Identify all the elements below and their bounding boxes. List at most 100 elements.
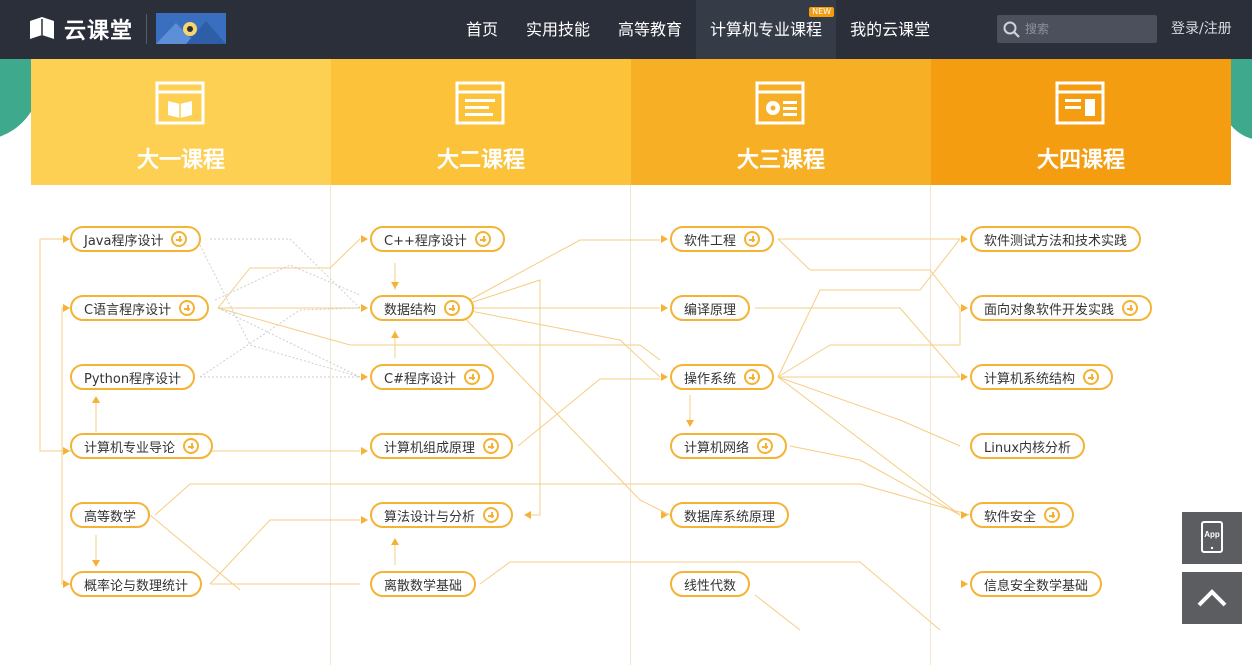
course-software-engineering[interactable]: 软件工程	[670, 226, 775, 252]
app-download-button[interactable]: App	[1182, 512, 1242, 564]
course-oo-development[interactable]: 面向对象软件开发实践	[970, 295, 1153, 321]
chevron-up-icon	[1197, 589, 1227, 607]
logo-book-icon	[30, 17, 54, 39]
course-label: 信息安全数学基础	[984, 578, 1089, 594]
course-label: C语言程序设计	[84, 302, 172, 318]
course-cpp[interactable]: C++程序设计	[370, 226, 505, 252]
nav-higher-education[interactable]: 高等教育	[618, 20, 683, 39]
layout-window-icon	[1055, 81, 1105, 125]
course-databases[interactable]: 数据库系统原理	[670, 502, 790, 528]
course-computer-architecture[interactable]: 计算机系统结构	[970, 364, 1114, 390]
course-software-security[interactable]: 软件安全	[970, 502, 1075, 528]
column-title: 大四课程	[1036, 148, 1125, 173]
course-computer-organization[interactable]: 计算机组成原理	[370, 433, 514, 459]
plus-icon[interactable]	[483, 438, 500, 454]
nav-my-classroom[interactable]: 我的云课堂	[850, 20, 931, 39]
course-label: 数据结构	[384, 302, 437, 318]
top-header: 云课堂 首页 实用技能 高等教育 计算机专业课程 NEW 我的云课堂 登录/注册	[0, 0, 1252, 59]
course-label: 面向对象软件开发实践	[984, 302, 1115, 318]
search-input[interactable]	[1025, 15, 1149, 43]
nav-cs-courses[interactable]: 计算机专业课程 NEW	[696, 0, 837, 59]
course-label: 软件安全	[984, 509, 1037, 525]
search-icon[interactable]	[1003, 21, 1020, 38]
gear-window-icon	[755, 81, 805, 125]
course-probability[interactable]: 概率论与数理统计	[70, 571, 203, 597]
course-python[interactable]: Python程序设计	[70, 364, 196, 390]
plus-icon[interactable]	[744, 231, 761, 247]
column-title: 大三课程	[736, 148, 825, 173]
app-label: App	[1204, 530, 1220, 539]
course-label: 高等数学	[84, 509, 137, 525]
course-map: 大一课程 大二课程 大三课程 大四课程	[31, 59, 1231, 665]
column-year2-header[interactable]: 大二课程	[331, 59, 631, 185]
plus-icon[interactable]	[463, 369, 480, 385]
course-label: Linux内核分析	[984, 440, 1072, 456]
course-discrete-math[interactable]: 离散数学基础	[370, 571, 477, 597]
column-divider	[330, 185, 331, 665]
course-label: 计算机组成原理	[384, 440, 476, 456]
course-csharp[interactable]: C#程序设计	[370, 364, 494, 390]
main-nav: 首页 实用技能 高等教育 计算机专业课程 NEW 我的云课堂	[452, 0, 944, 59]
course-label: 计算机系统结构	[984, 371, 1076, 387]
course-cs-intro[interactable]: 计算机专业导论	[70, 433, 214, 459]
promo-banner[interactable]	[156, 13, 226, 44]
course-algorithms[interactable]: 算法设计与分析	[370, 502, 514, 528]
course-label: 离散数学基础	[384, 578, 463, 594]
course-label: 操作系统	[684, 371, 737, 387]
new-badge: NEW	[809, 7, 835, 17]
plus-icon[interactable]	[1083, 369, 1100, 385]
course-label: 概率论与数理统计	[84, 578, 189, 594]
column-title: 大一课程	[136, 148, 225, 173]
login-register-link[interactable]: 登录/注册	[1171, 21, 1232, 37]
course-label: Python程序设计	[84, 371, 182, 387]
course-label: Java程序设计	[84, 233, 164, 249]
course-label: 计算机专业导论	[84, 440, 176, 456]
column-year1-header[interactable]: 大一课程	[31, 59, 331, 185]
course-label: 计算机网络	[684, 440, 750, 456]
plus-icon[interactable]	[1044, 507, 1061, 523]
course-label: 线性代数	[684, 578, 737, 594]
course-advanced-math[interactable]: 高等数学	[70, 502, 151, 528]
course-networks[interactable]: 计算机网络	[670, 433, 788, 459]
document-icon	[455, 81, 505, 125]
course-label: C++程序设计	[384, 233, 467, 249]
plus-icon[interactable]	[183, 438, 200, 454]
search-box	[997, 15, 1157, 43]
promo-graphic-icon	[156, 13, 226, 44]
course-linear-algebra[interactable]: 线性代数	[670, 571, 751, 597]
plus-icon[interactable]	[1122, 300, 1139, 316]
course-label: 算法设计与分析	[384, 509, 476, 525]
course-label: 数据库系统原理	[684, 509, 776, 525]
course-label: 软件测试方法和技术实践	[984, 233, 1128, 249]
column-divider	[930, 185, 931, 665]
course-label: 软件工程	[684, 233, 737, 249]
plus-icon[interactable]	[444, 300, 461, 316]
course-java[interactable]: Java程序设计	[70, 226, 202, 252]
column-title: 大二课程	[436, 148, 525, 173]
course-compilers[interactable]: 编译原理	[670, 295, 751, 321]
course-label: C#程序设计	[384, 371, 456, 387]
course-c-language[interactable]: C语言程序设计	[70, 295, 210, 321]
course-label: 编译原理	[684, 302, 737, 318]
column-year4-header[interactable]: 大四课程	[931, 59, 1231, 185]
course-software-testing[interactable]: 软件测试方法和技术实践	[970, 226, 1142, 252]
course-security-math[interactable]: 信息安全数学基础	[970, 571, 1103, 597]
back-to-top-button[interactable]	[1182, 572, 1242, 624]
plus-icon[interactable]	[171, 231, 188, 247]
plus-icon[interactable]	[474, 231, 491, 247]
plus-icon[interactable]	[757, 438, 774, 454]
nav-practical-skills[interactable]: 实用技能	[526, 20, 591, 39]
plus-icon[interactable]	[744, 369, 761, 385]
course-linux-kernel[interactable]: Linux内核分析	[970, 433, 1086, 459]
nav-home[interactable]: 首页	[466, 20, 499, 39]
column-year3-header[interactable]: 大三课程	[631, 59, 931, 185]
plus-icon[interactable]	[483, 507, 500, 523]
tablet-app-icon	[1201, 521, 1223, 553]
book-icon	[155, 81, 205, 125]
divider	[146, 14, 147, 44]
logo[interactable]: 云课堂	[28, 13, 133, 45]
plus-icon[interactable]	[179, 300, 196, 316]
course-operating-systems[interactable]: 操作系统	[670, 364, 775, 390]
course-data-structures[interactable]: 数据结构	[370, 295, 475, 321]
logo-text: 云课堂	[64, 19, 134, 44]
